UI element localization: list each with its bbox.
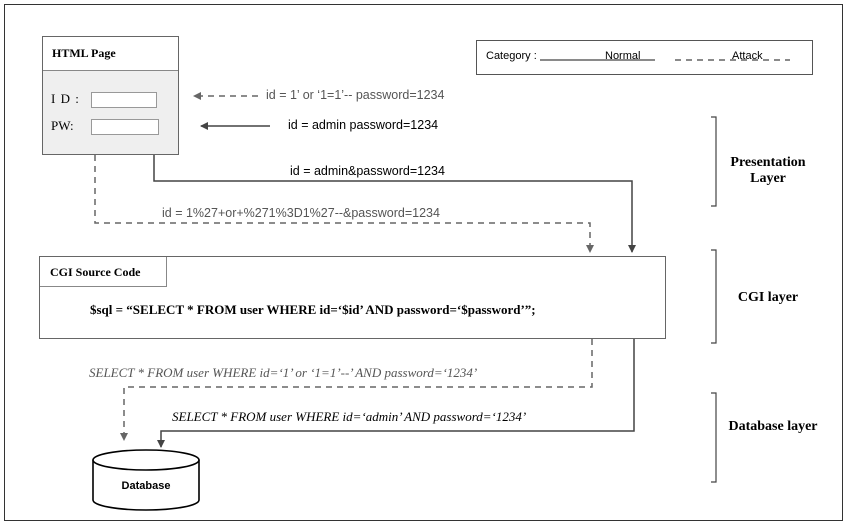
cgi-sql-code: $sql = “SELECT * FROM user WHERE id=‘$id… [90, 302, 536, 317]
diagram-frame [4, 4, 843, 521]
normal-sql-label: SELECT * FROM user WHERE id=‘admin’ AND … [172, 409, 527, 424]
cgi-source-box: CGI Source Code $sql = “SELECT * FROM us… [39, 256, 666, 339]
cgi-header [40, 257, 167, 287]
legend-attack-label: Attack [732, 50, 763, 62]
presentation-layer-line1: Presentation [730, 155, 806, 170]
normal-sql-path [157, 339, 635, 448]
cgi-layer-bracket [711, 249, 717, 344]
normal-query-label: id = admin&password=1234 [290, 164, 445, 178]
legend-title: Category : [486, 50, 537, 62]
id-label: I D : [51, 91, 80, 106]
presentation-layer-line2: Layer [750, 171, 786, 186]
html-page-header [43, 37, 178, 71]
database-cylinder [92, 449, 200, 511]
id-input[interactable] [91, 92, 157, 108]
attack-request-path [94, 155, 594, 253]
presentation-layer-label: Presentation Layer [718, 155, 818, 187]
presentation-layer-bracket [711, 116, 717, 207]
legend: Category : Normal Attack [476, 40, 813, 75]
normal-login-label: id = admin password=1234 [288, 118, 439, 132]
attack-sql-path [120, 339, 593, 441]
database-layer-label: Database layer [728, 419, 818, 434]
attack-query-label: id = 1%27+or+%271%3D1%27--&password=1234 [162, 206, 440, 220]
attack-login-label: id = 1’ or ‘1=1’-- password=1234 [266, 88, 445, 102]
normal-request-path [153, 155, 636, 253]
cgi-title: CGI Source Code [50, 265, 141, 279]
attack-sql-label: SELECT * FROM user WHERE id=‘1’ or ‘1=1’… [89, 365, 478, 380]
html-page-title: HTML Page [52, 46, 116, 60]
database-layer-bracket [711, 392, 717, 483]
cgi-layer-label: CGI layer [737, 290, 799, 305]
legend-normal-label: Normal [605, 50, 641, 62]
pw-label: PW: [51, 118, 74, 133]
html-page-box: HTML Page I D : PW: [42, 36, 179, 155]
password-input[interactable] [91, 119, 159, 135]
database-label: Database [121, 480, 171, 492]
